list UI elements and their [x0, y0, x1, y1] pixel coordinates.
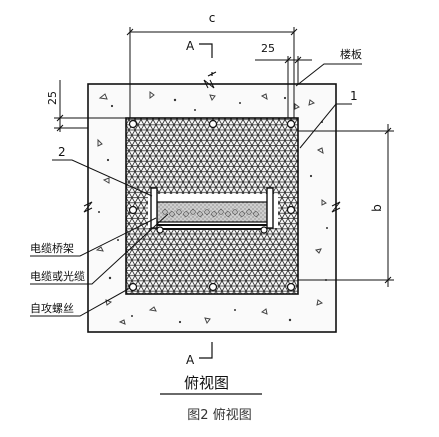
item-1-label: 1 [350, 89, 358, 103]
screw-label: 自攻螺丝 [30, 301, 74, 315]
leader-cable-tray [30, 217, 157, 257]
cable-bundle [162, 209, 259, 217]
dim-25-left-label: 25 [46, 91, 59, 105]
cable-tray-label: 电缆桥架 [30, 242, 74, 255]
leader-slab [295, 63, 362, 87]
section-mark-top [199, 43, 217, 77]
dimension-25-top [255, 56, 312, 118]
view-title: 俯视图 [184, 374, 229, 392]
leader-item-2 [52, 159, 153, 197]
slab-label: 楼板 [340, 47, 362, 61]
dim-b-label: b [370, 204, 384, 212]
section-a-bottom-label: A [186, 353, 195, 367]
leader-screw [30, 287, 131, 317]
dim-25-top-label: 25 [261, 42, 275, 55]
self-tapping-screws [128, 119, 296, 292]
item-2-label: 2 [58, 145, 66, 159]
leader-cable [30, 213, 169, 285]
dimension-c [126, 27, 298, 118]
section-mark-bottom [199, 342, 213, 359]
break-marks [83, 79, 341, 213]
section-a-top-label: A [186, 39, 195, 53]
leader-item-1 [299, 103, 352, 149]
dimension-25-left [54, 80, 126, 132]
dim-c-label: c [209, 11, 216, 25]
cable-tray [150, 187, 274, 230]
figure-caption: 图2 俯视图 [187, 408, 252, 423]
cable-label: 电缆或光缆 [30, 269, 85, 283]
